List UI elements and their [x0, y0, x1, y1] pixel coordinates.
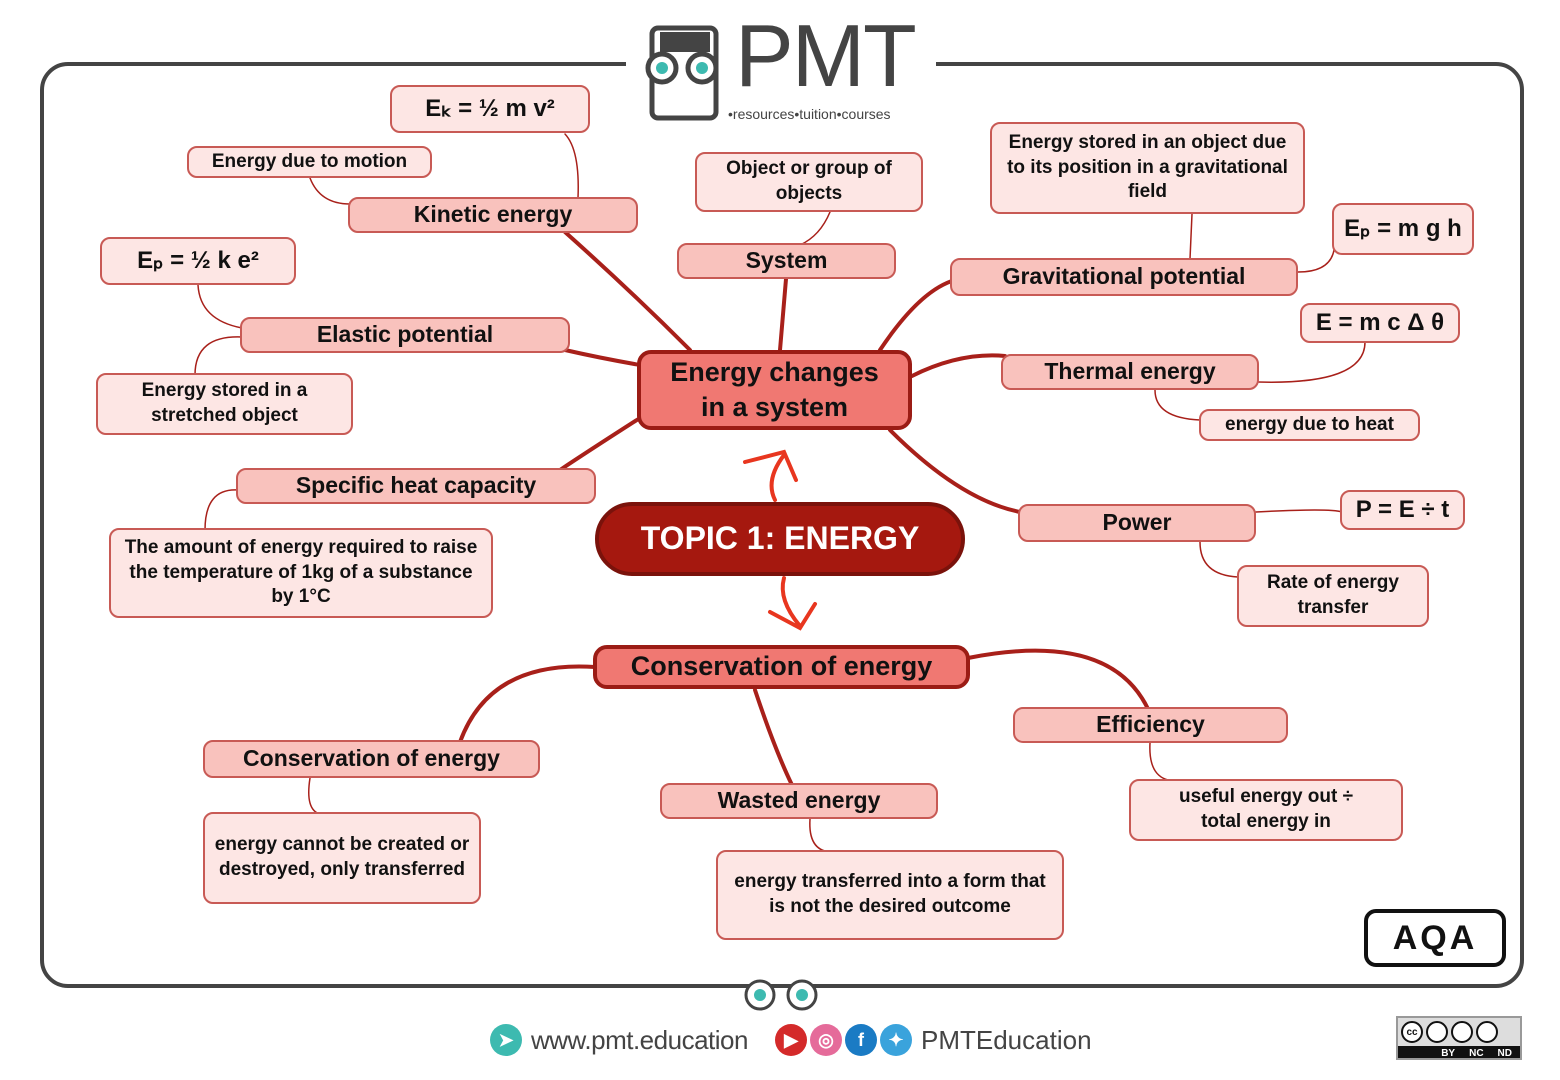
nd-icon	[1476, 1021, 1498, 1043]
thermal-definition: energy due to heat	[1199, 409, 1420, 441]
instagram-icon[interactable]: ◎	[810, 1024, 842, 1056]
link-cons-left	[458, 664, 597, 744]
twitter-icon[interactable]: ✦	[880, 1024, 912, 1056]
youtube-icon[interactable]: ▶	[775, 1024, 807, 1056]
by-icon	[1426, 1021, 1448, 1043]
cc-icons: cc	[1398, 1018, 1520, 1046]
elastic-formula: Eₚ = ½ k e²	[100, 237, 296, 285]
social-handle: PMTEducation	[921, 1024, 1092, 1055]
elastic-definition: Energy stored in a stretched object	[96, 373, 353, 435]
book-glasses-icon	[645, 25, 719, 121]
website-text: www.pmt.education	[531, 1024, 748, 1055]
license-nd: ND	[1497, 1048, 1512, 1059]
link-system	[778, 277, 788, 352]
energy-changes-hub: Energy changes in a system	[637, 350, 912, 430]
link-efficiency	[966, 648, 1150, 711]
logo-wordmark: PMT	[735, 6, 917, 105]
power-formula: P = E ÷ t	[1340, 490, 1465, 530]
license-nc: NC	[1469, 1048, 1484, 1059]
glasses-icon	[744, 979, 818, 1011]
license-by: BY	[1441, 1048, 1456, 1059]
link-shc	[558, 416, 642, 472]
exam-board-badge: AQA	[1364, 909, 1506, 967]
power-node: Power	[1018, 504, 1256, 542]
conservation-of-energy-node: Conservation of energy	[203, 740, 540, 778]
wasted-energy-node: Wasted energy	[660, 783, 938, 819]
kinetic-energy-node: Kinetic energy	[348, 197, 638, 233]
thermal-formula: E = m c Δ θ	[1300, 303, 1460, 343]
gravitational-definition: Energy stored in an object due to its po…	[990, 122, 1305, 214]
nc-icon	[1451, 1021, 1473, 1043]
logo-tagline: •resources•tuition•courses	[728, 106, 891, 122]
link-gravitational	[878, 278, 957, 352]
creative-commons-license: cc BY NC ND	[1396, 1016, 1522, 1060]
shc-definition: The amount of energy required to raise t…	[109, 528, 493, 618]
social-links[interactable]: ▶ ◎ f ✦ PMTEducation	[775, 1020, 1092, 1060]
link-elastic	[563, 348, 642, 367]
pmt-logo: PMT •resources•tuition•courses	[640, 12, 930, 126]
cursor-icon: ➤	[490, 1024, 522, 1056]
cc-icon: cc	[1401, 1021, 1423, 1043]
elastic-potential-node: Elastic potential	[240, 317, 570, 353]
topic-title: TOPIC 1: ENERGY	[595, 502, 965, 576]
system-node: System	[677, 243, 896, 279]
website-link[interactable]: ➤ www.pmt.education	[490, 1020, 748, 1060]
specific-heat-capacity-node: Specific heat capacity	[236, 468, 596, 504]
gravitational-potential-node: Gravitational potential	[950, 258, 1298, 296]
facebook-icon[interactable]: f	[845, 1024, 877, 1056]
kinetic-formula: Eₖ = ½ m v²	[390, 85, 590, 133]
link-thermal	[910, 353, 1007, 378]
link-power	[888, 428, 1022, 514]
wasted-definition: energy transferred into a form that is n…	[716, 850, 1064, 940]
link-kinetic	[563, 230, 692, 352]
system-definition: Object or group of objects	[695, 152, 923, 212]
power-definition: Rate of energy transfer	[1237, 565, 1429, 627]
thermal-energy-node: Thermal energy	[1001, 354, 1259, 390]
arrow-down	[768, 576, 817, 631]
conservation-hub: Conservation of energy	[593, 645, 970, 689]
efficiency-definition: useful energy out ÷ total energy in	[1129, 779, 1403, 841]
link-wasted	[753, 688, 794, 787]
efficiency-node: Efficiency	[1013, 707, 1288, 743]
kinetic-definition: Energy due to motion	[187, 146, 432, 178]
conservation-definition: energy cannot be created or destroyed, o…	[203, 812, 481, 904]
gravitational-formula: Eₚ = m g h	[1332, 203, 1474, 255]
arrow-up	[743, 449, 798, 502]
